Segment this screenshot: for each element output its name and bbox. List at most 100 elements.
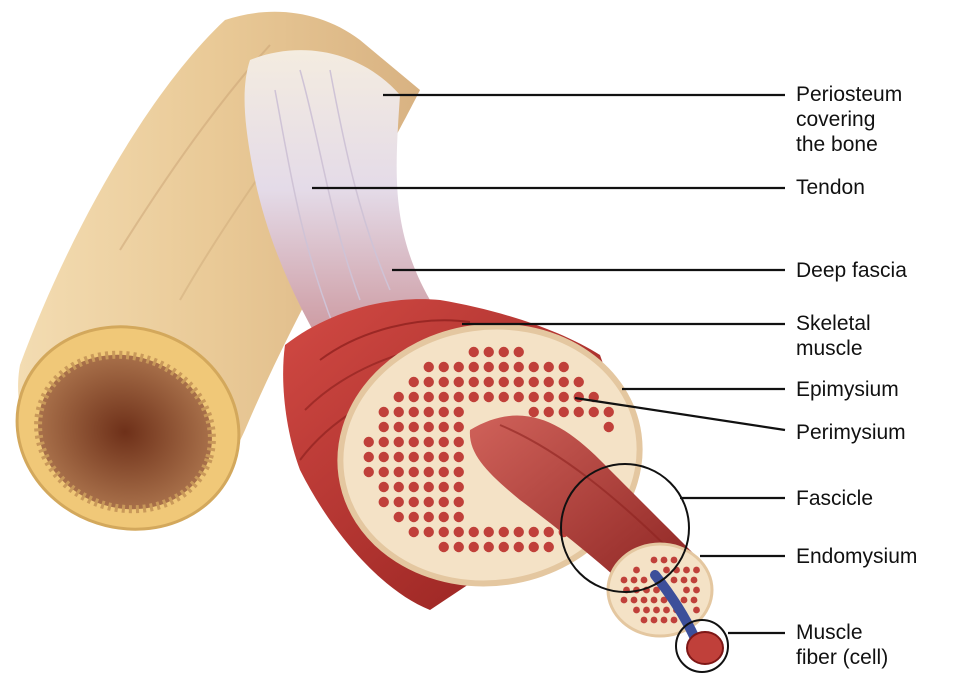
muscle-fiber-dot [454, 407, 464, 417]
muscle-fiber-dot [379, 422, 389, 432]
muscle-fiber-dot [364, 437, 374, 447]
muscle-fiber-dot [379, 452, 389, 462]
muscle-fiber-dot [469, 527, 479, 537]
muscle-fiber-dot [424, 467, 434, 477]
label-endomysium: Endomysium [796, 544, 917, 569]
muscle-fiber-dot [691, 577, 698, 584]
muscle-fiber-dot [514, 377, 524, 387]
label-deep-fascia: Deep fascia [796, 258, 907, 283]
muscle-fiber-dot [439, 362, 449, 372]
muscle-fiber-dot [439, 542, 449, 552]
muscle-fiber-dot [544, 542, 554, 552]
muscle-fiber-dot [514, 362, 524, 372]
muscle-fiber-dot [439, 407, 449, 417]
muscle-fiber-dot [424, 362, 434, 372]
muscle-fiber-dot [484, 542, 494, 552]
muscle-fiber-dot [544, 377, 554, 387]
muscle-fiber-dot [424, 497, 434, 507]
muscle-fiber-dot [633, 567, 640, 574]
muscle-fiber-dot [663, 607, 670, 614]
muscle-fiber-dot [559, 407, 569, 417]
muscle-fiber-dot [544, 392, 554, 402]
muscle-fiber-dot [484, 527, 494, 537]
muscle-fiber-dot [681, 577, 688, 584]
muscle-fiber-dot [484, 377, 494, 387]
muscle-fiber-dot [671, 577, 678, 584]
muscle-fiber-dot [424, 422, 434, 432]
muscle-fiber-dot [379, 467, 389, 477]
muscle-fiber-dot [424, 482, 434, 492]
muscle-fiber-dot [681, 597, 688, 604]
label-fascicle: Fascicle [796, 486, 873, 511]
label-periosteum: Periosteum covering the bone [796, 82, 902, 157]
muscle-fiber-dot [499, 362, 509, 372]
muscle-fiber-dot [514, 542, 524, 552]
label-perimysium: Perimysium [796, 420, 906, 445]
muscle-fiber-dot [394, 467, 404, 477]
muscle-fiber-dot [529, 407, 539, 417]
muscle-fiber-dot [559, 377, 569, 387]
muscle-fiber-dot [424, 377, 434, 387]
muscle-fiber-dot [589, 407, 599, 417]
muscle-fiber-dot [424, 407, 434, 417]
muscle-fiber-dot [439, 482, 449, 492]
muscle-fiber-dot [469, 542, 479, 552]
muscle-fiber-dot [454, 422, 464, 432]
muscle-fiber-dot [693, 587, 700, 594]
muscle-fiber-dot [469, 392, 479, 402]
muscle-fiber-dot [469, 362, 479, 372]
muscle-fiber-dot [691, 597, 698, 604]
muscle-fiber-dot [439, 452, 449, 462]
muscle-fiber-dot [484, 347, 494, 357]
muscle-fiber-dot [514, 527, 524, 537]
muscle-fiber-dot [454, 497, 464, 507]
label-tendon: Tendon [796, 175, 865, 200]
muscle-fiber-dot [379, 437, 389, 447]
muscle-fiber-end [687, 632, 723, 664]
muscle-fiber-dot [631, 577, 638, 584]
muscle-fiber-dot [454, 437, 464, 447]
muscle-fiber-dot [439, 497, 449, 507]
muscle-fiber-dot [454, 362, 464, 372]
muscle-fiber-dot [499, 527, 509, 537]
muscle-fiber-dot [499, 542, 509, 552]
muscle-fiber-dot [439, 512, 449, 522]
muscle-fiber-dot [641, 577, 648, 584]
muscle-fiber-dot [663, 567, 670, 574]
muscle-fiber-dot [394, 497, 404, 507]
muscle-fiber-dot [394, 422, 404, 432]
muscle-fiber-dot [529, 527, 539, 537]
muscle-fiber-dot [693, 567, 700, 574]
muscle-fiber-dot [424, 392, 434, 402]
muscle-fiber-dot [379, 497, 389, 507]
muscle-fiber-dot [379, 482, 389, 492]
muscle-fiber-dot [574, 377, 584, 387]
muscle-fiber-dot [544, 407, 554, 417]
muscle-fiber-dot [454, 452, 464, 462]
muscle-fiber-dot [514, 392, 524, 402]
muscle-fiber-dot [409, 467, 419, 477]
muscle-fiber-dot [454, 542, 464, 552]
muscle-fiber-dot [499, 347, 509, 357]
muscle-fiber-dot [559, 392, 569, 402]
muscle-fiber-dot [439, 377, 449, 387]
muscle-fiber-dot [559, 362, 569, 372]
label-skeletal-muscle: Skeletal muscle [796, 311, 871, 361]
muscle-fiber-dot [424, 437, 434, 447]
muscle-fiber-dot [574, 407, 584, 417]
muscle-fiber-dot [529, 542, 539, 552]
muscle-fiber-dot [409, 422, 419, 432]
muscle-fiber-dot [469, 347, 479, 357]
muscle-fiber-dot [409, 437, 419, 447]
muscle-fiber-dot [651, 617, 658, 624]
muscle-fiber-dot [631, 597, 638, 604]
muscle-fiber-dot [604, 422, 614, 432]
muscle-fiber-dot [469, 377, 479, 387]
label-epimysium: Epimysium [796, 377, 899, 402]
muscle-fiber-dot [671, 557, 678, 564]
muscle-fiber-dot [514, 347, 524, 357]
muscle-fiber-dot [651, 557, 658, 564]
muscle-fiber-dot [653, 607, 660, 614]
muscle-fiber-dot [454, 392, 464, 402]
